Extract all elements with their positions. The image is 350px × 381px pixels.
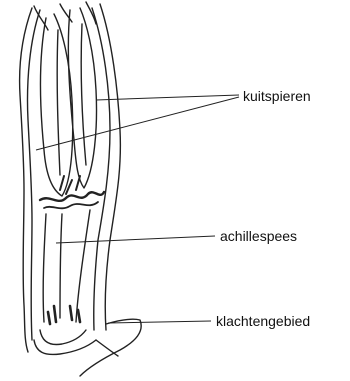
muscle-tendon-junction	[40, 192, 104, 201]
foot-outline	[80, 319, 141, 376]
leader-line-complaint	[108, 321, 211, 323]
heel-outline	[34, 340, 96, 354]
label-complaint-area: klachtengebied	[216, 314, 310, 328]
label-achilles-tendon: achillespees	[220, 229, 297, 243]
label-calf-muscles: kuitspieren	[243, 89, 311, 103]
leader-line-calf-2	[36, 97, 239, 150]
complaint-area-marks	[48, 306, 80, 324]
heel-inner	[40, 330, 86, 344]
leg-outline-left-inner	[28, 10, 41, 340]
leg-outline-right-inner	[92, 8, 110, 330]
achilles-tendon-right	[76, 210, 90, 322]
calf-muscle-line-2	[81, 24, 86, 165]
achilles-tendon-mid	[60, 214, 62, 318]
leader-line-achilles	[56, 236, 215, 243]
achilles-tendon-left	[43, 214, 46, 322]
calf-muscle-line	[57, 30, 60, 175]
